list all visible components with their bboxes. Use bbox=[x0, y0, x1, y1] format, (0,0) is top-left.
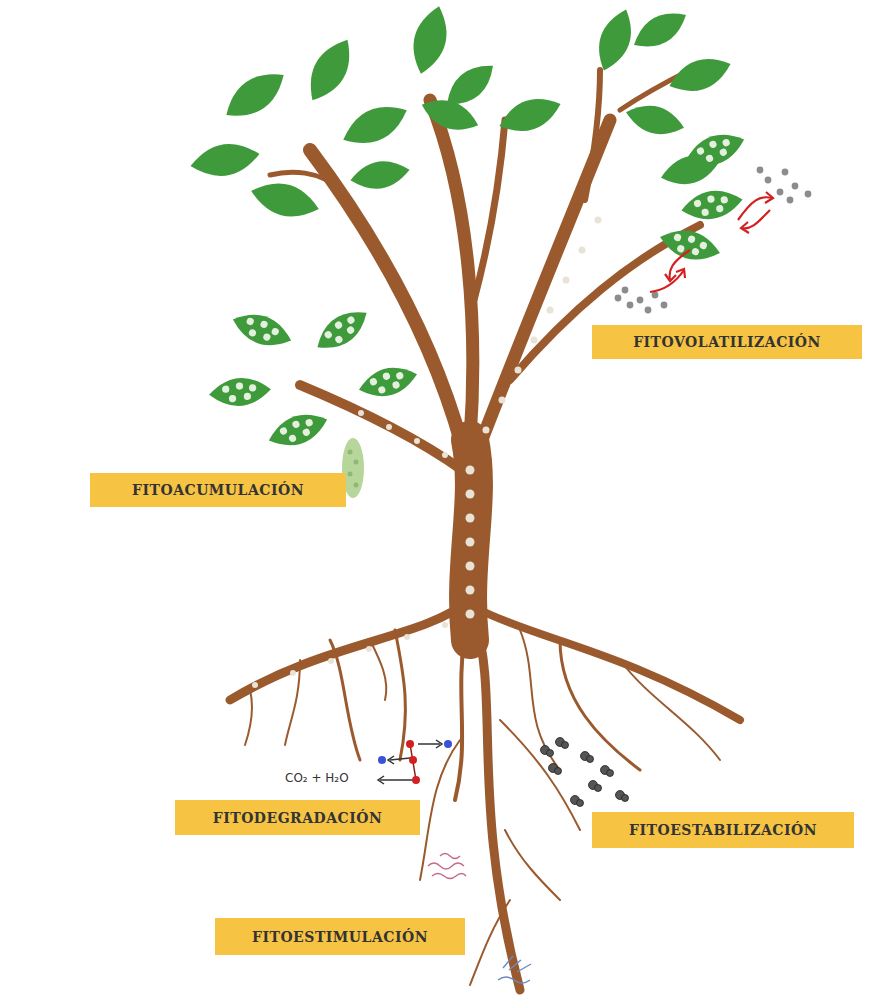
chemical-formula: CO₂ + H₂O bbox=[283, 771, 351, 785]
process-name: FITOESTIMULACIÓN bbox=[252, 929, 428, 945]
process-name: FITOESTABILIZACIÓN bbox=[629, 822, 817, 838]
label-box: FITOESTABILIZACIÓN bbox=[592, 812, 854, 848]
label-box: FITOESTIMULACIÓN bbox=[215, 918, 465, 955]
process-name: FITOACUMULACIÓN bbox=[132, 482, 304, 498]
label-box: FITOVOLATILIZACIÓN bbox=[592, 325, 862, 359]
label-box: FITOACUMULACIÓN bbox=[90, 473, 346, 507]
label-box: FITODEGRADACIÓN bbox=[175, 800, 420, 835]
process-name: FITODEGRADACIÓN bbox=[213, 810, 383, 826]
process-name: FITOVOLATILIZACIÓN bbox=[633, 334, 821, 350]
